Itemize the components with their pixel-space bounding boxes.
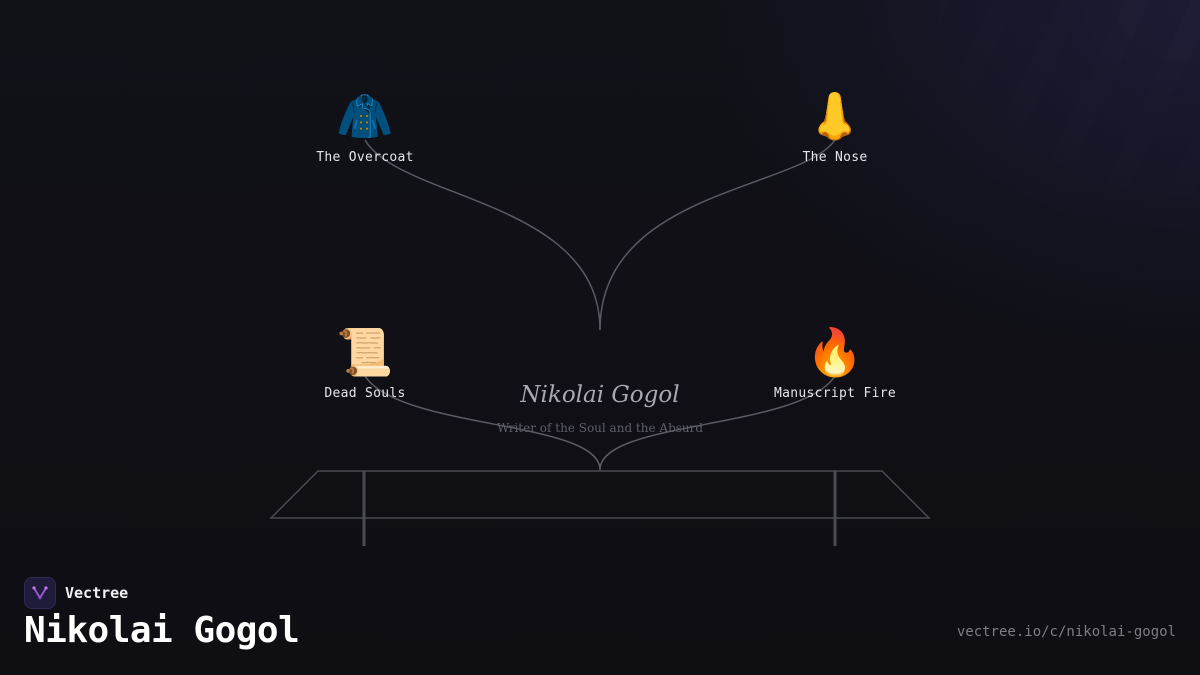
node-label: The Nose [802,150,868,165]
node-manuscript-fire[interactable]: 🔥 Manuscript Fire [735,324,935,401]
center-title: Nikolai Gogol [520,382,680,408]
node-nose[interactable]: 👃 The Nose [735,88,935,165]
nose-icon: 👃 [806,89,864,143]
fire-icon: 🔥 [806,325,864,379]
node-dead-souls[interactable]: 📜 Dead Souls [265,324,465,401]
node-label: The Overcoat [316,150,414,165]
node-label: Dead Souls [324,386,406,401]
scroll-icon: 📜 [336,325,394,379]
center-subtitle: Writer of the Soul and the Absurd [496,421,704,435]
page-url[interactable]: vectree.io/c/nikolai-gogol [956,624,1176,640]
vectree-logo-icon [24,577,56,609]
connector-nose [599,139,836,331]
node-label: Manuscript Fire [774,386,896,401]
brand[interactable]: Vectree [24,577,128,609]
connector-overcoat [364,139,601,331]
connector-manuscript-fire [599,375,836,471]
coat-icon: 🧥 [336,89,394,143]
table-shape [269,470,931,546]
brand-name: Vectree [65,584,129,602]
page-title: Nikolai Gogol [24,610,300,651]
node-overcoat[interactable]: 🧥 The Overcoat [265,88,465,165]
connector-dead-souls [364,375,601,471]
